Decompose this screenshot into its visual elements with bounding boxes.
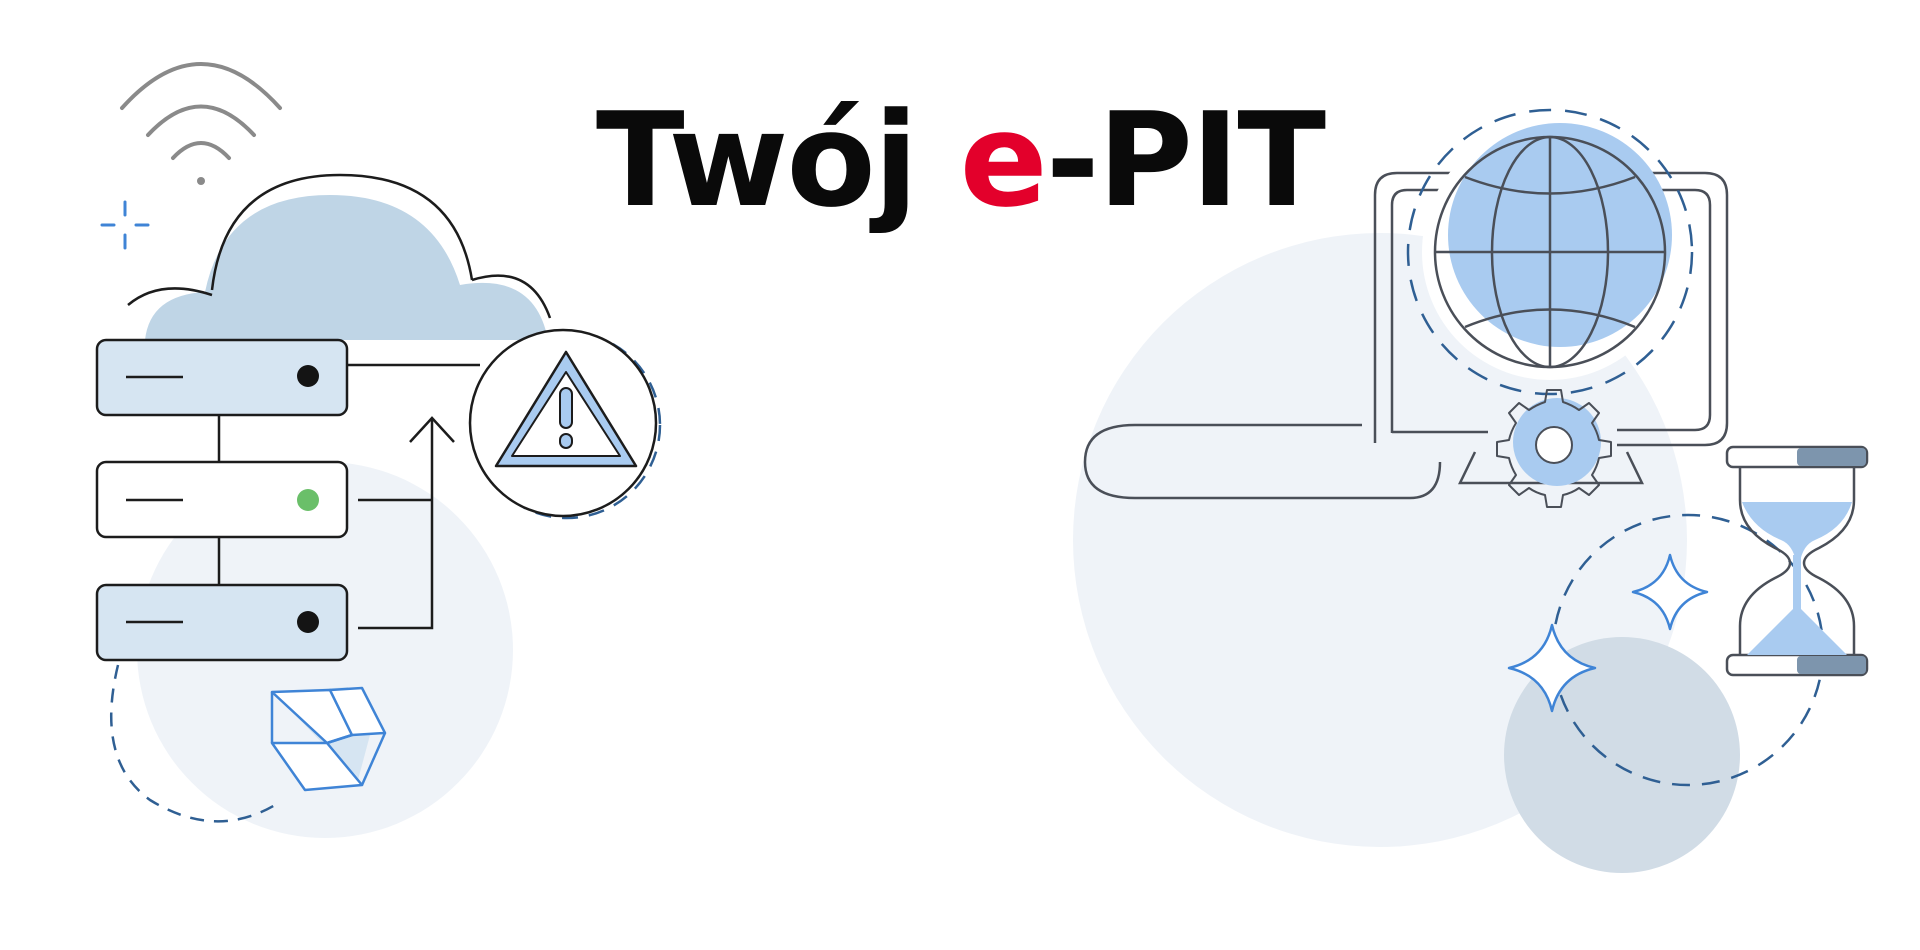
title-suffix: -PIT bbox=[1046, 84, 1326, 236]
title-prefix: Twój bbox=[596, 84, 960, 236]
globe-orbit bbox=[1406, 108, 1694, 396]
grey-accent-circle bbox=[1504, 637, 1740, 873]
network-connectors bbox=[217, 363, 480, 630]
hourglass-icon bbox=[1725, 445, 1869, 677]
dashed-orbit bbox=[109, 664, 276, 823]
left-illustration bbox=[95, 62, 662, 838]
title-accent: e bbox=[960, 84, 1046, 236]
cube-icon bbox=[270, 686, 387, 792]
right-illustration bbox=[1073, 108, 1869, 873]
upload-arrow-icon bbox=[409, 416, 455, 443]
crosshair-sparkle-icon bbox=[100, 200, 150, 250]
warning-icon bbox=[494, 350, 638, 468]
globe-icon bbox=[1433, 123, 1672, 369]
server-unit bbox=[95, 460, 349, 539]
status-light bbox=[297, 489, 319, 511]
cloud-icon bbox=[127, 173, 552, 340]
server-rack-icon bbox=[95, 338, 349, 662]
sparkle-icon bbox=[1507, 623, 1597, 713]
status-light bbox=[297, 611, 319, 633]
wifi-icon bbox=[120, 62, 282, 185]
status-light bbox=[297, 365, 319, 387]
server-unit bbox=[95, 338, 349, 417]
page-title: Twój e-PIT bbox=[596, 84, 1325, 236]
sparkle-icon bbox=[1631, 553, 1709, 631]
server-unit bbox=[95, 583, 349, 662]
gear-icon bbox=[1496, 389, 1612, 508]
